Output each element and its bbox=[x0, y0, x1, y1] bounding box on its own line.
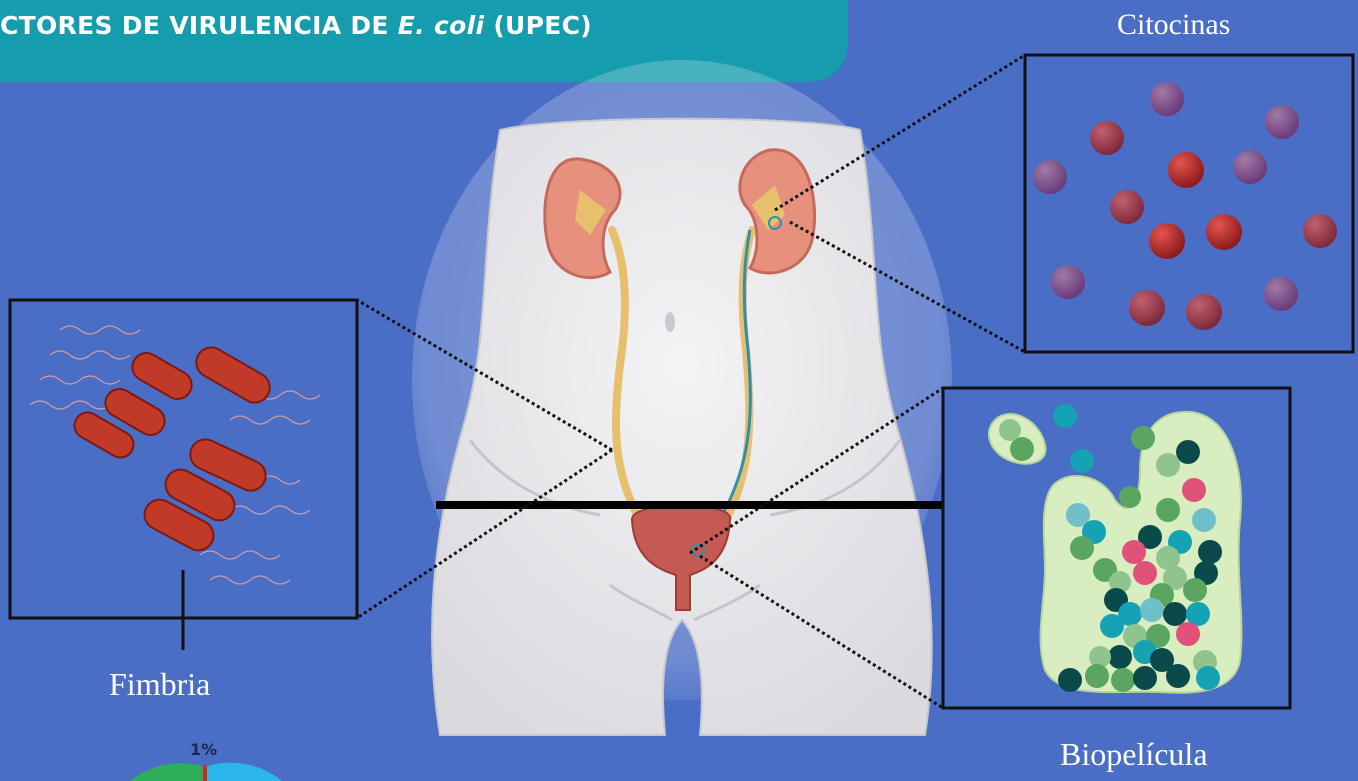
hip-crease-right bbox=[769, 439, 902, 517]
navel bbox=[665, 312, 675, 332]
leader-lines bbox=[356, 53, 1026, 710]
banner-title-suffix: (UPEC) bbox=[484, 11, 593, 40]
banner-title-prefix: CTORES DE VIRULENCIA DE bbox=[0, 11, 398, 40]
title-banner: CTORES DE VIRULENCIA DE E. coli (UPEC) bbox=[0, 0, 848, 82]
pie-chart-partial bbox=[130, 762, 282, 781]
biofilm-panel bbox=[941, 386, 1292, 710]
kidney-left bbox=[543, 157, 622, 280]
fimbria-label: Fimbria bbox=[109, 666, 211, 702]
fimbria-panel bbox=[8, 298, 359, 650]
biofilm-label: Biopelícula bbox=[1060, 736, 1208, 772]
divider-bar bbox=[436, 501, 948, 509]
hip-crease-left bbox=[468, 439, 601, 517]
groin-right bbox=[693, 583, 761, 622]
body-silhouette bbox=[431, 117, 933, 736]
infection-path bbox=[698, 229, 752, 551]
pie-percent-label: 1% bbox=[190, 740, 218, 759]
banner-title: CTORES DE VIRULENCIA DE E. coli (UPEC) bbox=[0, 3, 592, 49]
ureter-left bbox=[608, 226, 644, 524]
groin-left bbox=[609, 583, 673, 622]
cytokines-panel bbox=[1023, 53, 1355, 354]
cytokines-label: Citocinas bbox=[1117, 8, 1231, 41]
kidney-right bbox=[738, 148, 816, 275]
banner-title-organism: E. coli bbox=[397, 11, 485, 40]
